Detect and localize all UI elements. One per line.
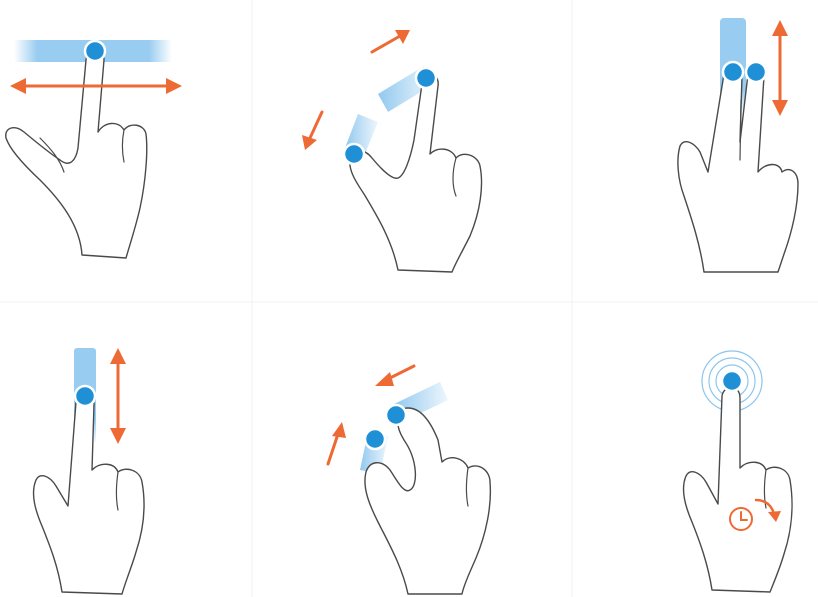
touch-point bbox=[722, 371, 742, 391]
touch-point-right bbox=[746, 62, 766, 82]
touch-point bbox=[75, 386, 95, 406]
touch-point-index bbox=[386, 405, 406, 425]
hand-outline bbox=[6, 51, 147, 258]
double-arrow-vertical bbox=[110, 348, 126, 444]
arrow-down-left bbox=[302, 112, 322, 150]
touch-point-index bbox=[416, 68, 436, 88]
touch-point-thumb bbox=[365, 429, 385, 449]
one-finger-vertical-swipe-icon bbox=[34, 348, 144, 594]
arrow-up-right bbox=[328, 422, 346, 464]
press-and-hold-icon bbox=[684, 351, 792, 592]
arrow-up-right bbox=[372, 30, 410, 52]
hand-outline bbox=[34, 393, 144, 594]
pinch-collapse-icon bbox=[328, 366, 490, 594]
clock-icon bbox=[730, 508, 752, 530]
arrow-down-left bbox=[375, 366, 414, 386]
double-arrow-vertical bbox=[772, 20, 788, 116]
touch-point-thumb bbox=[344, 144, 364, 164]
touch-point-left bbox=[723, 62, 743, 82]
touch-point bbox=[85, 41, 105, 61]
pinch-expand-icon bbox=[302, 30, 482, 272]
hand-outline bbox=[350, 74, 482, 272]
one-finger-horizontal-swipe-icon bbox=[6, 40, 182, 258]
two-finger-vertical-scroll-icon bbox=[678, 18, 798, 272]
hand-outline bbox=[684, 387, 792, 592]
